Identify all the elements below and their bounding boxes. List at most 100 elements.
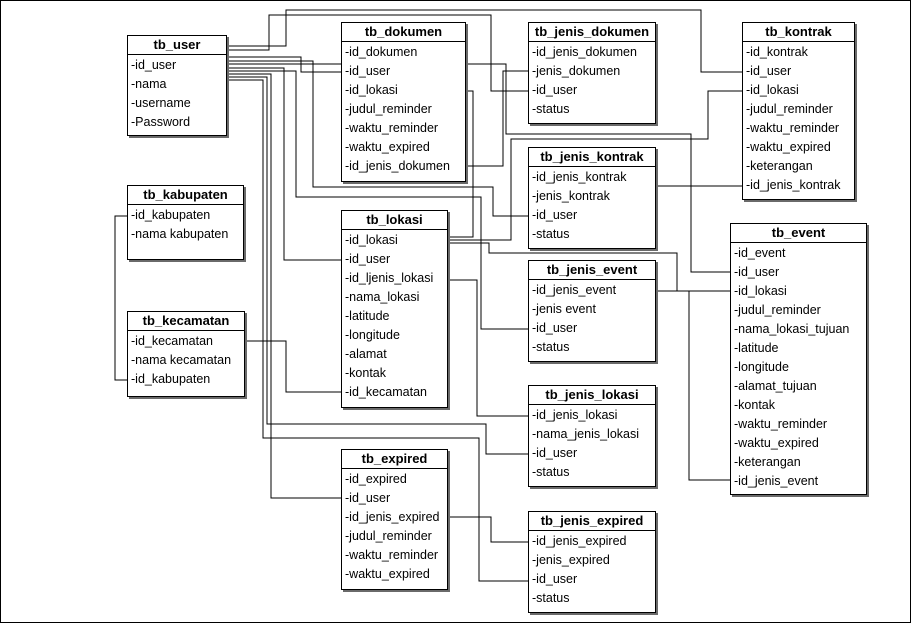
table-title: tb_jenis_lokasi — [529, 386, 655, 405]
field-row: -waktu_reminder — [746, 121, 840, 135]
relation-jenis-event-event — [655, 290, 730, 481]
table-title: tb_kabupaten — [128, 186, 243, 205]
table-title: tb_jenis_dokumen — [529, 23, 655, 42]
field-row: -id_jenis_dokumen — [532, 45, 637, 59]
field-row: -jenis_dokumen — [532, 64, 621, 78]
table-title: tb_expired — [342, 450, 447, 469]
field-row: -waktu_expired — [734, 436, 819, 450]
field-row: -id_user — [345, 491, 391, 505]
field-row: -waktu_reminder — [734, 417, 828, 431]
relation-kabupaten-kecamatan — [114, 215, 127, 381]
table-tb-jenis-kontrak[interactable]: tb_jenis_kontrak -id_jenis_kontrak -jeni… — [528, 147, 656, 249]
field-row: -kontak — [734, 398, 775, 412]
field-row: -status — [532, 465, 570, 479]
field-row: -id_kabupaten — [131, 372, 211, 386]
relation-user-lokasi — [226, 67, 341, 261]
field-row: -jenis_expired — [532, 553, 610, 567]
table-title: tb_event — [731, 224, 866, 243]
table-tb-expired[interactable]: tb_expired -id_expired -id_user -id_jeni… — [341, 449, 448, 590]
field-row: -nama_lokasi_tujuan — [734, 322, 850, 336]
relation-jenis-expired-expired — [447, 516, 528, 543]
field-row: -id_user — [532, 321, 578, 335]
field-row: -nama_lokasi — [345, 290, 420, 304]
field-row: -id_user — [131, 58, 177, 72]
field-row: -username — [131, 96, 191, 110]
table-tb-event[interactable]: tb_event -id_event -id_user -id_lokasi -… — [730, 223, 867, 495]
relation-user-jenis-expired — [226, 79, 528, 582]
field-row: -judul_reminder — [734, 303, 821, 317]
field-row: -waktu_expired — [345, 567, 430, 581]
table-title: tb_jenis_kontrak — [529, 148, 655, 167]
field-row: -kontak — [345, 366, 386, 380]
table-title: tb_lokasi — [342, 211, 447, 230]
field-row: -id_jenis_lokasi — [532, 408, 618, 422]
field-row: -id_user — [345, 64, 391, 78]
field-row: -id_jenis_kontrak — [532, 170, 627, 184]
table-tb-jenis-lokasi[interactable]: tb_jenis_lokasi -id_jenis_lokasi -nama_j… — [528, 385, 656, 487]
field-row: -id_dokumen — [345, 45, 418, 59]
relation-lokasi-dokumen — [447, 90, 474, 238]
field-row: -id_kontrak — [746, 45, 808, 59]
field-row: -id_lokasi — [734, 284, 787, 298]
relation-jenis-dokumen-dokumen — [465, 70, 528, 167]
field-row: -id_user — [345, 252, 391, 266]
table-tb-kontrak[interactable]: tb_kontrak -id_kontrak -id_user -id_loka… — [742, 22, 855, 200]
field-row: -id_expired — [345, 472, 407, 486]
table-title: tb_user — [128, 36, 226, 55]
table-tb-user[interactable]: tb_user -id_user -nama -username -Passwo… — [127, 35, 227, 136]
field-row: -id_jenis_kontrak — [746, 178, 841, 192]
field-row: -longitude — [345, 328, 400, 342]
table-tb-lokasi[interactable]: tb_lokasi -id_lokasi -id_user -id_ljenis… — [341, 210, 448, 408]
field-row: -waktu_expired — [746, 140, 831, 154]
relation-user-jenis-dokumen — [226, 14, 528, 92]
field-row: -keterangan — [746, 159, 813, 173]
field-row: -nama kecamatan — [131, 353, 232, 367]
field-row: -id_lokasi — [746, 83, 799, 97]
field-row: -status — [532, 227, 570, 241]
field-row: -longitude — [734, 360, 789, 374]
table-title: tb_kontrak — [743, 23, 854, 42]
relation-jenis-lokasi-lokasi — [447, 279, 528, 417]
table-tb-dokumen[interactable]: tb_dokumen -id_dokumen -id_user -id_loka… — [341, 22, 466, 182]
table-title: tb_jenis_event — [529, 261, 655, 280]
table-tb-jenis-dokumen[interactable]: tb_jenis_dokumen -id_jenis_dokumen -jeni… — [528, 22, 656, 124]
field-row: -id_kabupaten — [131, 208, 211, 222]
relation-user-jenis-lokasi — [226, 76, 528, 455]
field-row: -id_kecamatan — [131, 334, 213, 348]
field-row: -latitude — [345, 309, 390, 323]
table-title: tb_jenis_expired — [529, 512, 655, 531]
table-tb-jenis-event[interactable]: tb_jenis_event -id_jenis_event -jenis ev… — [528, 260, 656, 362]
field-row: -id_jenis_expired — [532, 534, 627, 548]
field-row: -status — [532, 340, 570, 354]
field-row: -nama_jenis_lokasi — [532, 427, 640, 441]
field-row: -id_jenis_expired — [345, 510, 440, 524]
field-row: -waktu_reminder — [345, 121, 439, 135]
field-row: -jenis_kontrak — [532, 189, 610, 203]
field-row: -id_user — [746, 64, 792, 78]
relation-user-jenis-event — [226, 70, 528, 330]
field-row: -id_lokasi — [345, 233, 398, 247]
table-tb-kecamatan[interactable]: tb_kecamatan -id_kecamatan -nama kecamat… — [127, 311, 245, 397]
field-row: -id_jenis_event — [532, 283, 617, 297]
relation-lokasi-kontrak — [447, 90, 742, 241]
relation-kecamatan-lokasi — [244, 340, 341, 393]
field-row: -nama — [131, 77, 167, 91]
field-row: -latitude — [734, 341, 779, 355]
table-tb-kabupaten[interactable]: tb_kabupaten -id_kabupaten -nama kabupat… — [127, 185, 244, 260]
field-row: -jenis event — [532, 302, 596, 316]
field-row: -judul_reminder — [345, 529, 432, 543]
field-row: -id_user — [532, 208, 578, 222]
field-row: -id_jenis_event — [734, 474, 819, 488]
field-row: -Password — [131, 115, 191, 129]
relation-user-jenis-kontrak — [226, 60, 528, 217]
field-row: -id_ljenis_lokasi — [345, 271, 434, 285]
table-tb-jenis-expired[interactable]: tb_jenis_expired -id_jenis_expired -jeni… — [528, 511, 656, 613]
field-row: -status — [532, 591, 570, 605]
relation-user-kontrak — [226, 9, 742, 73]
field-row: -status — [532, 102, 570, 116]
field-row: -id_user — [734, 265, 780, 279]
field-row: -id_jenis_dokumen — [345, 159, 450, 173]
field-row: -judul_reminder — [345, 102, 432, 116]
